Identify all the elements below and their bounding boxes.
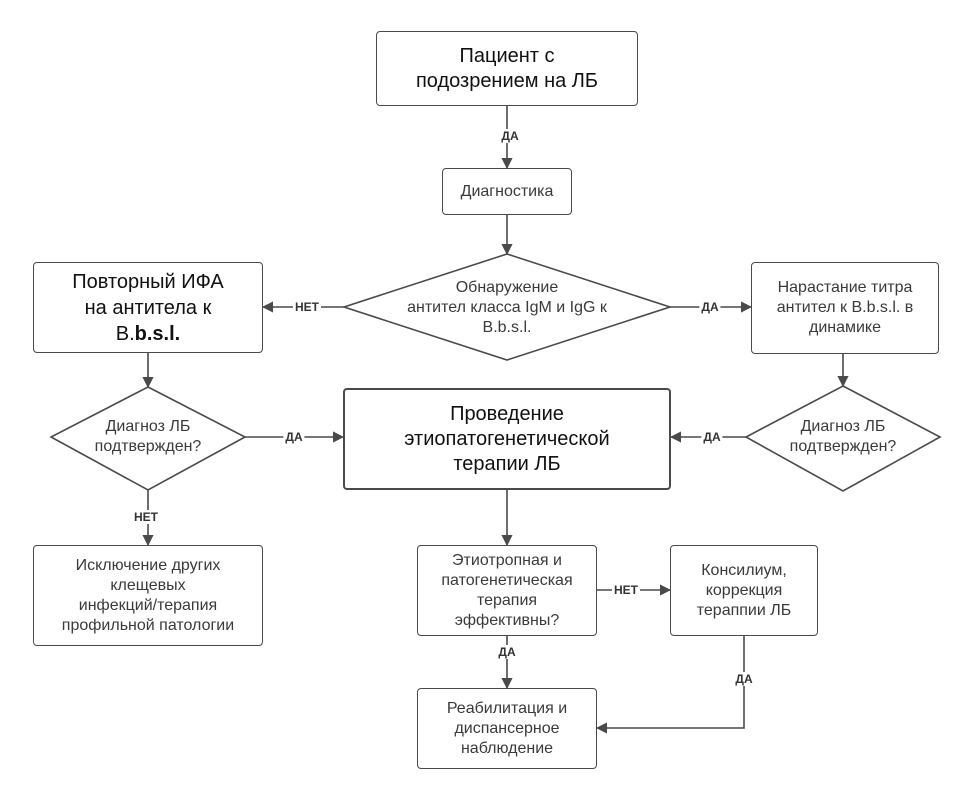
therapy-box: Проведение этиопатогенетической терапии … xyxy=(343,388,671,490)
right-diagnosis-diamond xyxy=(744,385,942,492)
left-diag-text-wrap: Диагноз ЛБ подтвержден? xyxy=(78,410,218,464)
titer-text: Нарастание титра антител к B.b.s.l. в ди… xyxy=(776,279,914,336)
effective-box: Этиотропная и патогенетическая терапия э… xyxy=(417,545,597,636)
repeat-ifa-bold: b.s.l. xyxy=(134,322,181,345)
right-diag-text-wrap: Диагноз ЛБ подтвержден? xyxy=(773,410,913,464)
right-diag-line1: Диагноз ЛБ xyxy=(800,418,886,435)
left-diag-line2: подтвержден? xyxy=(94,438,202,455)
edge-consilium-rehab xyxy=(595,636,745,734)
exclusion-box: Исключение других клещевых инфекций/тера… xyxy=(33,545,263,646)
rehab-text: Реабилитация и диспансерное наблюдение xyxy=(446,699,568,757)
repeat-ifa-line1: Повторный ИФА xyxy=(72,270,224,293)
label-rightdiag-yes: ДА xyxy=(701,430,723,444)
titer-box: Нарастание титра антител к B.b.s.l. в ди… xyxy=(751,262,939,354)
effective-text: Этиотропная и патогенетическая терапия э… xyxy=(441,551,573,629)
exclusion-text: Исключение других клещевых инфекций/тера… xyxy=(61,556,235,634)
consilium-text: Консилиум, коррекция тераппии ЛБ xyxy=(696,561,792,619)
patient-text: Пациент с подозрением на ЛБ xyxy=(415,44,599,92)
rehab-box: Реабилитация и диспансерное наблюдение xyxy=(417,688,597,769)
repeat-ifa-line3: B.b.s.l. xyxy=(116,321,180,347)
repeat-ifa-line2: на антитела к xyxy=(84,296,212,319)
consilium-box: Консилиум, коррекция тераппии ЛБ xyxy=(670,545,818,636)
repeat-ifa-box: Повторный ИФА на антитела к B.b.s.l. xyxy=(33,262,263,353)
detection-text-wrap: Обнаружение антител класса IgM и IgG к B… xyxy=(384,262,630,354)
detection-text: Обнаружение антител класса IgM и IgG к B… xyxy=(407,279,607,336)
detection-diamond xyxy=(341,253,673,361)
therapy-text: Проведение этиопатогенетической терапии … xyxy=(404,402,610,475)
patient-box: Пациент с подозрением на ЛБ xyxy=(376,31,638,106)
label-leftdiag-yes: ДА xyxy=(283,430,305,444)
label-effective-yes: ДА xyxy=(496,645,518,659)
label-detection-no: НЕТ xyxy=(293,300,321,314)
diagnostics-text: Диагностика xyxy=(460,182,554,200)
label-effective-no: НЕТ xyxy=(612,583,640,597)
label-leftdiag-no: НЕТ xyxy=(132,510,160,524)
left-diag-line1: Диагноз ЛБ xyxy=(105,418,191,435)
label-patient-diagnostics: ДА xyxy=(499,129,521,143)
repeat-ifa-prefix: B. xyxy=(115,322,135,345)
label-consilium-yes: ДА xyxy=(733,672,755,686)
diagnostics-box: Диагностика xyxy=(442,168,572,215)
right-diag-line2: подтвержден? xyxy=(789,438,897,455)
label-detection-yes: ДА xyxy=(699,300,721,314)
